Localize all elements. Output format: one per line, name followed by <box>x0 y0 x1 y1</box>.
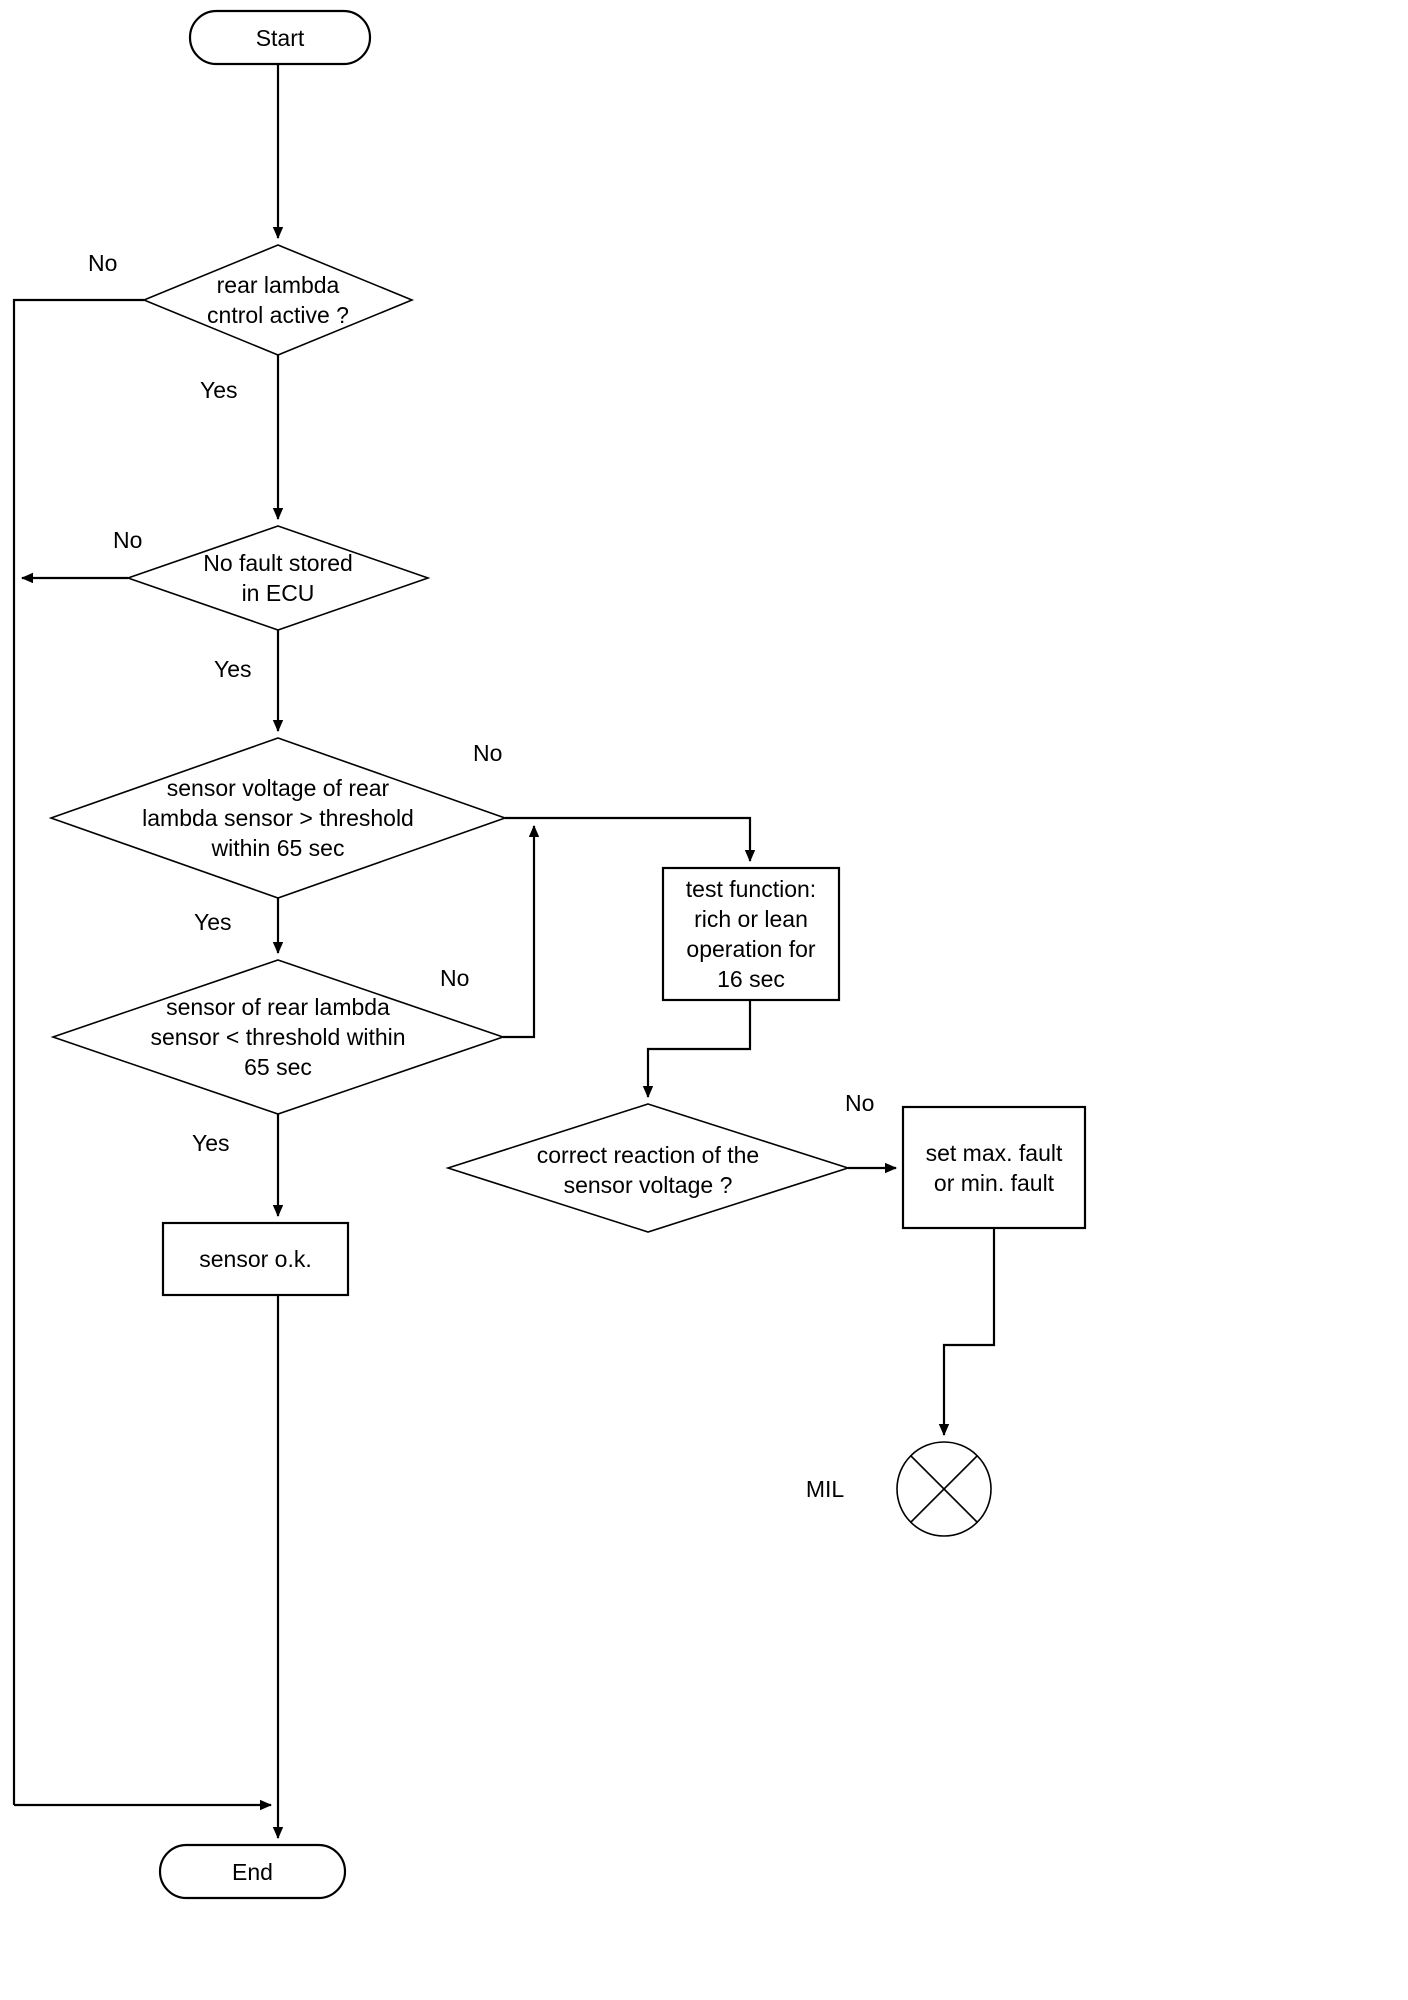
edge-label-above-no: No <box>473 740 503 766</box>
node-set-fault[interactable] <box>903 1107 1085 1228</box>
node-decision-correct-reaction[interactable] <box>448 1104 848 1232</box>
node-test-function[interactable] <box>663 868 839 1000</box>
node-end[interactable] <box>160 1845 345 1898</box>
shape-mil-circle <box>896 1441 992 1537</box>
node-decision-voltage-below[interactable] <box>53 960 503 1114</box>
node-start[interactable] <box>190 11 370 64</box>
node-sensor-ok[interactable] <box>163 1223 348 1295</box>
edge-label-fault-no: No <box>113 527 143 553</box>
edge-label-below-no: No <box>440 965 470 991</box>
shape-sensor-ok <box>161 1221 350 1297</box>
edge-label-below-yes: Yes <box>192 1130 230 1156</box>
shape-start <box>188 9 372 66</box>
shape-decision-correct-reaction <box>445 1103 851 1233</box>
node-decision-voltage-above[interactable] <box>51 738 505 898</box>
edge-below-no-to-rail <box>503 825 540 1039</box>
edge-setfault-to-mil <box>938 1228 996 1436</box>
edge-testfunction-to-reaction <box>642 1000 752 1098</box>
node-decision-no-fault[interactable] <box>128 526 428 630</box>
edge-label-above-yes: Yes <box>194 909 232 935</box>
shape-end <box>158 1843 347 1900</box>
edge-label-fault-yes: Yes <box>214 656 252 682</box>
edge-label-control-no: No <box>88 250 118 276</box>
shape-mil-x-2 <box>910 1455 978 1523</box>
edge-above-no-to-testfunction <box>505 816 756 862</box>
edge-control-no-to-rail <box>12 298 144 1805</box>
node-decision-control-active[interactable] <box>144 245 412 355</box>
edge-label-control-yes: Yes <box>200 377 238 403</box>
node-mil[interactable] <box>897 1442 991 1536</box>
edge-label-reaction-no: No <box>845 1090 875 1116</box>
